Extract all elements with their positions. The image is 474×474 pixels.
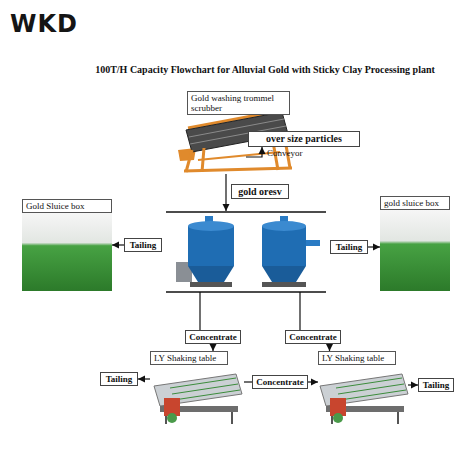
box-text: Concentrate	[189, 332, 236, 342]
flow-connector	[408, 384, 418, 385]
flow-connector	[368, 246, 380, 247]
heading-label: Gold Sluice box	[22, 199, 112, 213]
box-text: Tailing	[423, 380, 450, 390]
table-leg	[397, 412, 399, 424]
box-text: Tailing	[106, 374, 133, 384]
edge-label: Conveyor	[267, 148, 303, 158]
tailing-box: Tailing	[124, 238, 162, 252]
flow-connector	[138, 378, 150, 379]
concentrator-lid	[188, 221, 234, 231]
tailing-box: Tailing	[418, 378, 454, 392]
concentrate-box: Concentrate	[252, 375, 308, 389]
flow-connector	[212, 344, 213, 351]
concentrate-box: Concentrate	[285, 330, 341, 344]
drive-motor	[333, 413, 343, 423]
table-leg	[231, 412, 233, 424]
brand-logo: WKD	[10, 10, 78, 38]
flow-line	[299, 292, 300, 330]
box-text: Concentrate	[256, 377, 303, 387]
heading-label: LY Shaking table	[150, 351, 228, 365]
concentrator-lid	[262, 221, 306, 231]
frame-base	[184, 168, 292, 171]
concentrate-box: Concentrate	[185, 330, 241, 344]
shaking-table-illustration	[154, 374, 242, 424]
outlet-pipe	[304, 240, 320, 246]
flow-connector	[244, 381, 252, 382]
sluice-image	[380, 210, 450, 291]
concentrator-base	[262, 282, 306, 287]
drive-motor	[167, 413, 177, 423]
flow-connector	[308, 381, 318, 382]
heading-label: Gold washing trommel scrubber	[187, 91, 290, 115]
sluice-image	[22, 213, 112, 291]
centrifugal-concentrator	[176, 216, 234, 287]
ore-label-box: gold oresv	[231, 184, 289, 199]
shaking-table: LY Shaking table	[318, 351, 408, 427]
box-text: Tailing	[336, 242, 363, 252]
band-line	[166, 211, 326, 213]
flow-line	[199, 292, 200, 330]
concentrator-body	[262, 226, 306, 266]
chart-title: 100T/H Capacity Flowchart for Alluvial G…	[60, 64, 470, 75]
riffle	[170, 378, 236, 388]
riffle	[172, 384, 238, 394]
box-text: over size particles	[266, 133, 342, 144]
riffle	[336, 378, 402, 388]
concentrator-body	[188, 226, 234, 266]
flow-arrow	[225, 174, 226, 211]
box-text: Tailing	[130, 240, 157, 250]
concentrator-base	[190, 282, 232, 287]
tailing-box: Tailing	[330, 240, 368, 254]
box-text: Concentrate	[289, 332, 336, 342]
riffle	[174, 390, 240, 400]
shaking-table-illustration	[320, 374, 408, 424]
shaking-table: LY Shaking table	[150, 351, 244, 427]
riffle	[340, 390, 406, 400]
box-text: gold oresv	[238, 186, 281, 197]
flow-connector	[246, 147, 262, 157]
band-line	[166, 291, 326, 293]
sluice-box: Gold Sluice box	[22, 199, 112, 291]
flow-connector	[112, 244, 124, 245]
heading-label: LY Shaking table	[318, 351, 396, 365]
sluice-box: gold sluice box	[380, 196, 450, 291]
riffle	[338, 384, 404, 394]
concentrator-cone	[262, 266, 306, 282]
heading-label: gold sluice box	[380, 196, 450, 210]
concentrator-cone	[188, 266, 234, 282]
oversize-box: over size particles	[248, 131, 360, 147]
flow-connector	[329, 344, 330, 351]
trommel-scrubber: Gold washing trommel scrubber	[178, 91, 246, 173]
centrifugal-concentrator	[262, 216, 320, 287]
tailing-box: Tailing	[100, 372, 138, 386]
frame-leg	[186, 150, 192, 172]
